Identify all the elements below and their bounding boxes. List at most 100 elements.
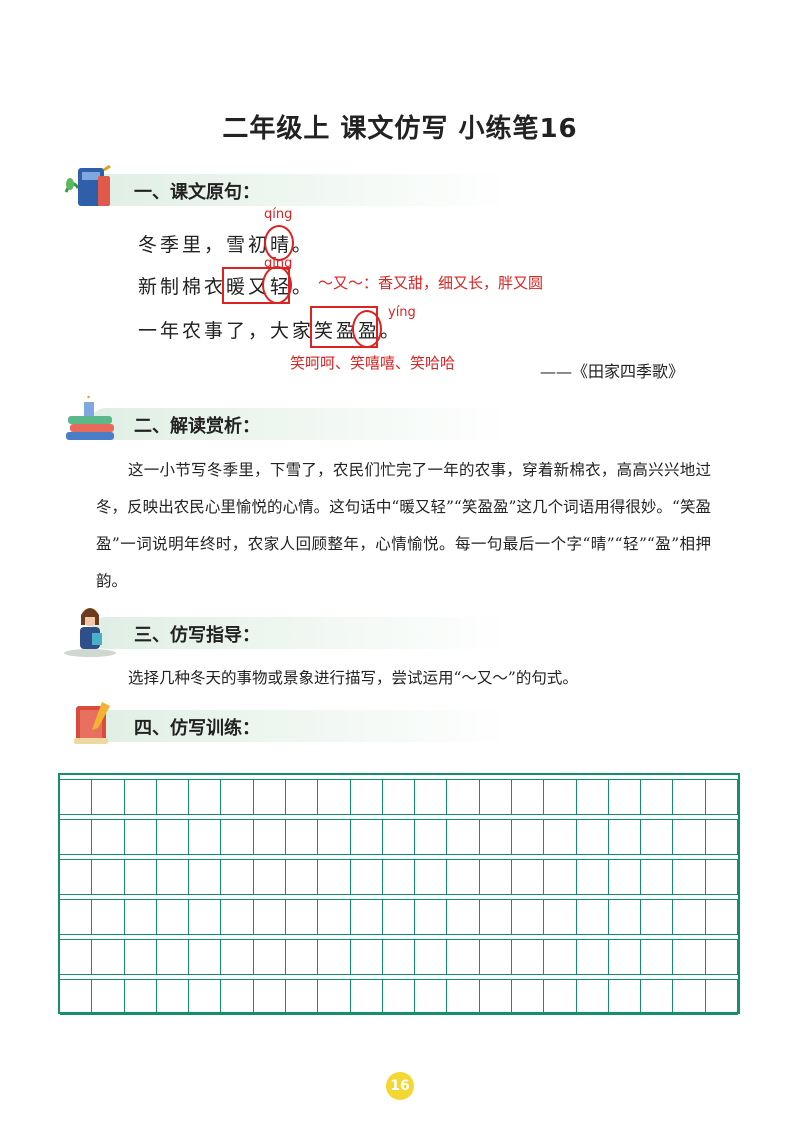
grid-cell[interactable] bbox=[221, 860, 254, 894]
grid-cell[interactable] bbox=[383, 780, 416, 814]
grid-cell[interactable] bbox=[447, 900, 480, 934]
grid-cell[interactable] bbox=[60, 860, 93, 894]
grid-cell[interactable] bbox=[286, 900, 319, 934]
grid-cell[interactable] bbox=[125, 780, 157, 814]
grid-cell[interactable] bbox=[318, 900, 351, 934]
grid-cell[interactable] bbox=[383, 940, 416, 974]
grid-cell[interactable] bbox=[415, 940, 448, 974]
grid-cell[interactable] bbox=[609, 940, 642, 974]
grid-cell[interactable] bbox=[415, 780, 448, 814]
grid-cell[interactable] bbox=[254, 860, 286, 894]
grid-cell[interactable] bbox=[286, 940, 319, 974]
grid-cell[interactable] bbox=[641, 820, 674, 854]
grid-cell[interactable] bbox=[641, 860, 674, 894]
grid-cell[interactable] bbox=[706, 900, 738, 934]
grid-cell[interactable] bbox=[544, 820, 577, 854]
grid-cell[interactable] bbox=[254, 820, 286, 854]
grid-cell[interactable] bbox=[383, 820, 416, 854]
grid-cell[interactable] bbox=[480, 820, 512, 854]
grid-cell[interactable] bbox=[383, 980, 416, 1014]
grid-cell[interactable] bbox=[60, 780, 93, 814]
grid-cell[interactable] bbox=[189, 860, 222, 894]
grid-cell[interactable] bbox=[254, 780, 286, 814]
grid-cell[interactable] bbox=[577, 860, 609, 894]
grid-cell[interactable] bbox=[544, 940, 577, 974]
grid-cell[interactable] bbox=[447, 860, 480, 894]
grid-cell[interactable] bbox=[673, 900, 706, 934]
grid-cell[interactable] bbox=[447, 980, 480, 1014]
grid-cell[interactable] bbox=[383, 900, 416, 934]
grid-cell[interactable] bbox=[480, 940, 512, 974]
grid-cell[interactable] bbox=[351, 940, 383, 974]
grid-cell[interactable] bbox=[641, 780, 674, 814]
grid-cell[interactable] bbox=[706, 780, 738, 814]
grid-cell[interactable] bbox=[125, 940, 157, 974]
grid-cell[interactable] bbox=[673, 820, 706, 854]
grid-cell[interactable] bbox=[189, 980, 222, 1014]
grid-cell[interactable] bbox=[480, 980, 512, 1014]
grid-cell[interactable] bbox=[609, 780, 642, 814]
grid-cell[interactable] bbox=[221, 780, 254, 814]
grid-cell[interactable] bbox=[480, 900, 512, 934]
grid-cell[interactable] bbox=[221, 940, 254, 974]
grid-cell[interactable] bbox=[544, 860, 577, 894]
grid-cell[interactable] bbox=[318, 940, 351, 974]
grid-cell[interactable] bbox=[351, 820, 383, 854]
grid-cell[interactable] bbox=[512, 940, 545, 974]
grid-cell[interactable] bbox=[609, 980, 642, 1014]
grid-cell[interactable] bbox=[254, 900, 286, 934]
grid-cell[interactable] bbox=[254, 980, 286, 1014]
grid-cell[interactable] bbox=[318, 820, 351, 854]
grid-cell[interactable] bbox=[318, 780, 351, 814]
grid-cell[interactable] bbox=[577, 980, 609, 1014]
grid-cell[interactable] bbox=[609, 860, 642, 894]
grid-cell[interactable] bbox=[351, 980, 383, 1014]
grid-cell[interactable] bbox=[92, 940, 125, 974]
grid-cell[interactable] bbox=[221, 980, 254, 1014]
grid-cell[interactable] bbox=[92, 900, 125, 934]
grid-cell[interactable] bbox=[415, 820, 448, 854]
grid-cell[interactable] bbox=[254, 940, 286, 974]
grid-cell[interactable] bbox=[92, 780, 125, 814]
grid-cell[interactable] bbox=[92, 860, 125, 894]
grid-cell[interactable] bbox=[221, 900, 254, 934]
grid-cell[interactable] bbox=[577, 820, 609, 854]
grid-cell[interactable] bbox=[447, 940, 480, 974]
grid-cell[interactable] bbox=[641, 940, 674, 974]
grid-cell[interactable] bbox=[415, 860, 448, 894]
grid-cell[interactable] bbox=[577, 900, 609, 934]
grid-cell[interactable] bbox=[351, 780, 383, 814]
grid-cell[interactable] bbox=[544, 980, 577, 1014]
grid-cell[interactable] bbox=[706, 860, 738, 894]
grid-cell[interactable] bbox=[609, 900, 642, 934]
grid-cell[interactable] bbox=[351, 900, 383, 934]
grid-cell[interactable] bbox=[706, 940, 738, 974]
grid-cell[interactable] bbox=[673, 980, 706, 1014]
grid-cell[interactable] bbox=[512, 980, 545, 1014]
grid-cell[interactable] bbox=[673, 940, 706, 974]
grid-cell[interactable] bbox=[157, 780, 190, 814]
grid-cell[interactable] bbox=[512, 900, 545, 934]
grid-cell[interactable] bbox=[706, 980, 738, 1014]
grid-cell[interactable] bbox=[706, 820, 738, 854]
grid-cell[interactable] bbox=[544, 900, 577, 934]
grid-cell[interactable] bbox=[125, 820, 157, 854]
grid-cell[interactable] bbox=[609, 820, 642, 854]
grid-cell[interactable] bbox=[157, 860, 190, 894]
grid-cell[interactable] bbox=[351, 860, 383, 894]
grid-cell[interactable] bbox=[318, 980, 351, 1014]
grid-cell[interactable] bbox=[60, 940, 93, 974]
grid-cell[interactable] bbox=[189, 940, 222, 974]
grid-cell[interactable] bbox=[415, 900, 448, 934]
grid-cell[interactable] bbox=[383, 860, 416, 894]
grid-cell[interactable] bbox=[189, 900, 222, 934]
grid-cell[interactable] bbox=[157, 900, 190, 934]
grid-cell[interactable] bbox=[577, 780, 609, 814]
grid-cell[interactable] bbox=[157, 940, 190, 974]
writing-grid[interactable] bbox=[58, 773, 740, 1015]
grid-cell[interactable] bbox=[221, 820, 254, 854]
grid-cell[interactable] bbox=[318, 860, 351, 894]
grid-cell[interactable] bbox=[512, 780, 545, 814]
grid-cell[interactable] bbox=[125, 980, 157, 1014]
grid-cell[interactable] bbox=[125, 900, 157, 934]
